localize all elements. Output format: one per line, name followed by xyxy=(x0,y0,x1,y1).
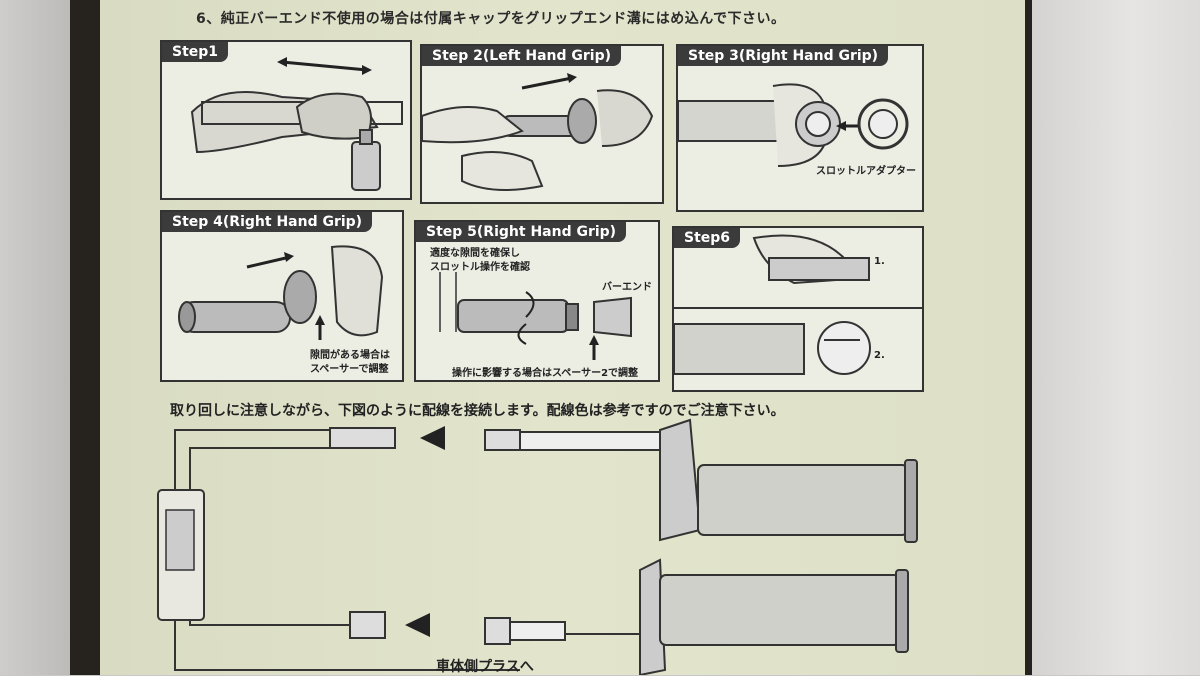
step-5-caption-2: スロットル操作を確認 xyxy=(430,262,530,273)
instruction-line-6: 6、純正バーエンド不使用の場合は付属キャップをグリップエンド溝にはめ込んで下さい… xyxy=(196,11,786,27)
step-4-panel: Step 4(Right Hand Grip) 隙間がある場合は スペーサーで調… xyxy=(160,210,404,382)
background-left xyxy=(0,0,70,675)
throttle-adapter-caption: スロットルアダプター xyxy=(816,166,916,177)
step-2-illustration xyxy=(422,73,654,191)
step-4-illustration xyxy=(178,245,384,340)
step-3-illustration xyxy=(678,83,909,167)
step-6-panel: Step6 1. 2. xyxy=(672,226,924,392)
step-5-label: Step 5(Right Hand Grip) xyxy=(416,222,627,242)
step-5-caption-4: 操作に影響する場合はスペーサー2で調整 xyxy=(452,368,639,379)
step-4-caption-1: 隙間がある場合は xyxy=(310,350,390,361)
step-6-illustration xyxy=(674,234,922,375)
wiring-diagram xyxy=(157,418,918,675)
step-6-label: Step6 xyxy=(674,228,741,248)
background-right xyxy=(1032,0,1200,675)
wiring-note: 取り回しに注意しながら、下図のように配線を接続します。配線色は参考ですのでご注意… xyxy=(170,403,785,419)
step-4-label: Step 4(Right Hand Grip) xyxy=(162,212,373,232)
step-5-illustration xyxy=(439,272,632,360)
step-3-label: Step 3(Right Hand Grip) xyxy=(678,46,889,66)
step-6-mark-2: 2. xyxy=(874,350,885,361)
vehicle-positive-label: 車体側プラスへ xyxy=(436,659,534,675)
bar-end-caption: バーエンド xyxy=(602,282,652,293)
step-3-panel: Step 3(Right Hand Grip) スロットルアダプター xyxy=(676,44,924,212)
step-5-caption-1: 適度な隙間を確保し xyxy=(430,248,520,259)
step-2-label: Step 2(Left Hand Grip) xyxy=(422,46,622,66)
step-2-panel: Step 2(Left Hand Grip) xyxy=(420,44,664,204)
step-1-label: Step1 xyxy=(162,42,229,62)
step-1-panel: Step1 xyxy=(160,40,412,200)
step-1-illustration xyxy=(190,57,403,191)
step-6-mark-1: 1. xyxy=(874,256,885,267)
step-5-panel: Step 5(Right Hand Grip) 適度な隙間を確保し スロットル操… xyxy=(414,220,660,382)
step-4-caption-2: スペーサーで調整 xyxy=(310,364,389,375)
